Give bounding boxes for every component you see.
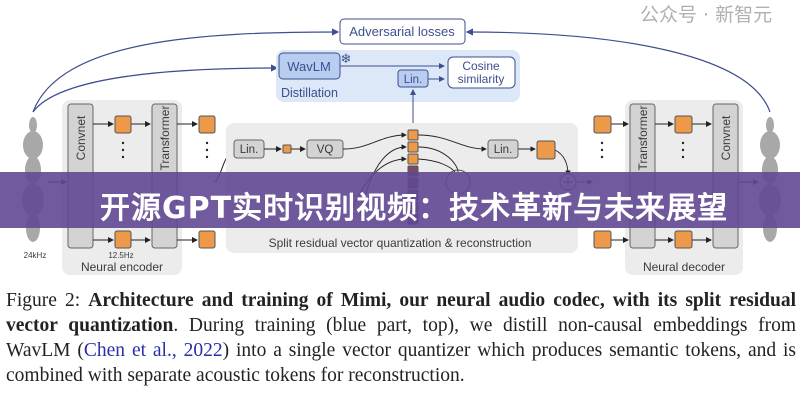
semantic-lin-label: Lin.	[240, 144, 259, 156]
caption-label: Figure 2:	[6, 290, 81, 311]
wavlm-label: WavLM	[287, 59, 331, 74]
decoder-transformer-label: Transformer	[636, 106, 650, 171]
watermark: 公众号 · 新智元	[640, 4, 773, 26]
encoder-ellipsis	[121, 141, 209, 159]
citation-link[interactable]: Chen et al., 2022	[83, 340, 223, 361]
adversarial-losses-label: Adversarial losses	[349, 24, 455, 39]
semantic-vq-label: VQ	[317, 144, 334, 156]
cosine-label: Cosine	[462, 59, 500, 73]
arrow-to-wavlm	[32, 64, 279, 113]
caption-text-1: . During training (blue part, top), we d…	[6, 315, 796, 361]
cosine-similarity-box	[447, 56, 516, 89]
decoder-ellipsis	[600, 141, 685, 159]
frame-rate-label: 12.5Hz	[108, 251, 133, 260]
caption-text-2: ) into a single vector quantizer which p…	[6, 340, 796, 386]
split-rvq-label: Split residual vector quantization & rec…	[269, 236, 532, 250]
neural-encoder-label: Neural encoder	[81, 260, 163, 274]
architecture-diagram: Adversarial losses WavLM ❄ Distillation …	[22, 18, 781, 275]
encoder-convnet-label: Convnet	[74, 115, 88, 160]
distill-lin-label: Lin.	[404, 74, 423, 86]
sample-rate-label: 24kHz	[24, 251, 47, 260]
neural-decoder-label: Neural decoder	[643, 260, 725, 274]
caption-bold: Architecture and training of Mimi, our n…	[6, 290, 796, 336]
distillation-label: Distillation	[281, 86, 338, 100]
acoustic-lin-box	[487, 139, 519, 159]
arrow-decoder-to-adversarial	[465, 28, 771, 113]
figure-caption: Figure 2: Architecture and training of M…	[6, 288, 796, 388]
adversarial-losses-box	[339, 18, 466, 45]
arrow-to-adversarial	[32, 28, 340, 113]
similarity-label: similarity	[458, 72, 505, 86]
decoder-convnet-label: Convnet	[719, 115, 733, 160]
snowflake-icon: ❄	[341, 51, 352, 66]
title-banner	[0, 172, 800, 228]
acoustic-lin-label: Lin.	[494, 144, 513, 156]
encoder-transformer-label: Transformer	[158, 106, 172, 171]
banner-title: 开源GPT实时识别视频：技术革新与未来展望	[100, 191, 729, 226]
